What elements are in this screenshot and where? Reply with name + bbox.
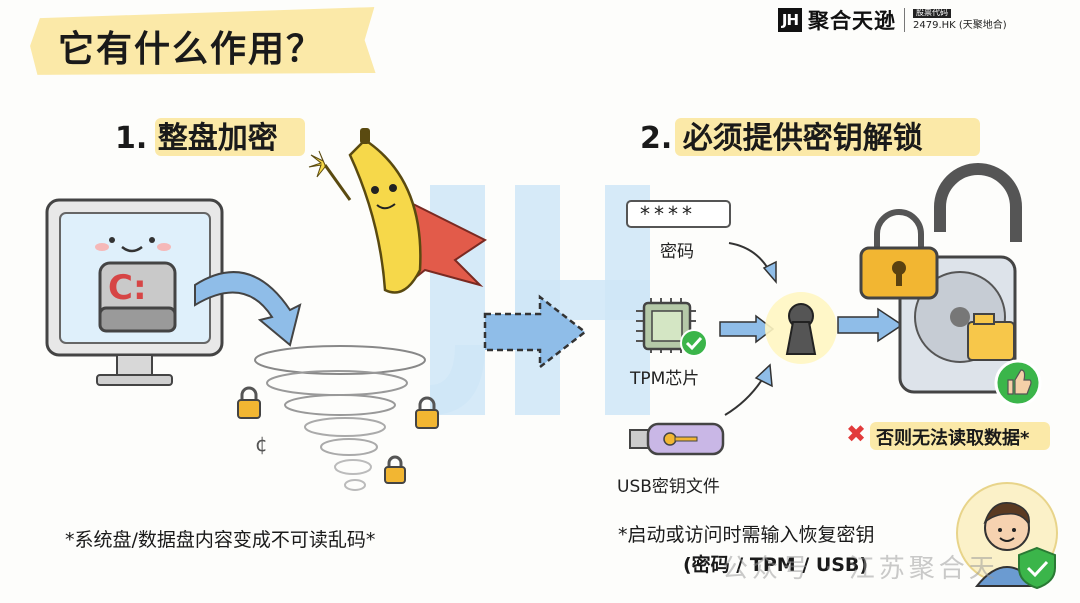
arrow-icon xyxy=(719,314,775,344)
usb-label: USB密钥文件 xyxy=(617,477,720,497)
brand: JH 聚合天逊 股票代码 2479.HK (天聚地合) xyxy=(778,6,1007,34)
brand-name: 聚合天逊 xyxy=(808,9,896,33)
drive-icon xyxy=(98,261,177,333)
password-label: 密码 xyxy=(660,242,694,262)
stock-code-label: 股票代码 xyxy=(913,8,951,18)
tpm-label: TPM芯片 xyxy=(630,369,700,389)
keyhole-icon xyxy=(765,292,837,364)
curved-arrow-icon xyxy=(194,271,302,347)
tornado-glyph: ¢ xyxy=(255,432,268,456)
brand-logo: JH xyxy=(778,8,802,32)
fail-highlight xyxy=(870,422,1050,450)
arrow-icon xyxy=(728,242,777,285)
page-title: 它有什么作用？ xyxy=(58,29,325,70)
usb-key-icon xyxy=(629,422,725,456)
padlock-icon xyxy=(859,209,939,300)
padlock-icon xyxy=(415,396,439,429)
password-mask: **** xyxy=(640,202,696,226)
arrow-icon xyxy=(724,363,773,416)
fail-icon: ✖ xyxy=(846,420,867,448)
tornado-icon xyxy=(254,345,426,491)
arrow-icon xyxy=(837,307,904,343)
padlock-icon xyxy=(384,455,406,484)
fail-text: 否则无法读取数据* xyxy=(876,428,1030,449)
stock-code-value: 2479.HK (天聚地合) xyxy=(913,19,1007,31)
left-title-highlight xyxy=(155,118,305,156)
right-caption-line1: *启动或访问时需输入恢复密钥 xyxy=(618,524,875,546)
drive-letter: C: xyxy=(108,268,147,308)
thumbs-up-icon xyxy=(994,359,1042,407)
brand-code: 股票代码 2479.HK (天聚地合) xyxy=(913,8,1007,31)
watermark: 公众号 · 江苏聚合天 xyxy=(722,554,999,584)
padlock-icon xyxy=(237,386,261,419)
brand-separator xyxy=(904,8,905,32)
banana-mascot-icon xyxy=(308,128,487,294)
right-title-highlight xyxy=(675,118,980,156)
right-section-title: 2. 必须提供密钥解锁 xyxy=(640,121,923,156)
shield-check-icon xyxy=(1018,546,1056,590)
password-field: **** xyxy=(626,200,731,228)
left-section-title: 1. 整盘加密 xyxy=(115,121,278,156)
dashed-arrow-icon xyxy=(483,294,588,370)
chip-icon xyxy=(636,298,708,357)
left-caption: *系统盘/数据盘内容变成不可读乱码* xyxy=(65,529,376,551)
right-caption-line2: (密码 / TPM / USB) xyxy=(683,554,869,576)
